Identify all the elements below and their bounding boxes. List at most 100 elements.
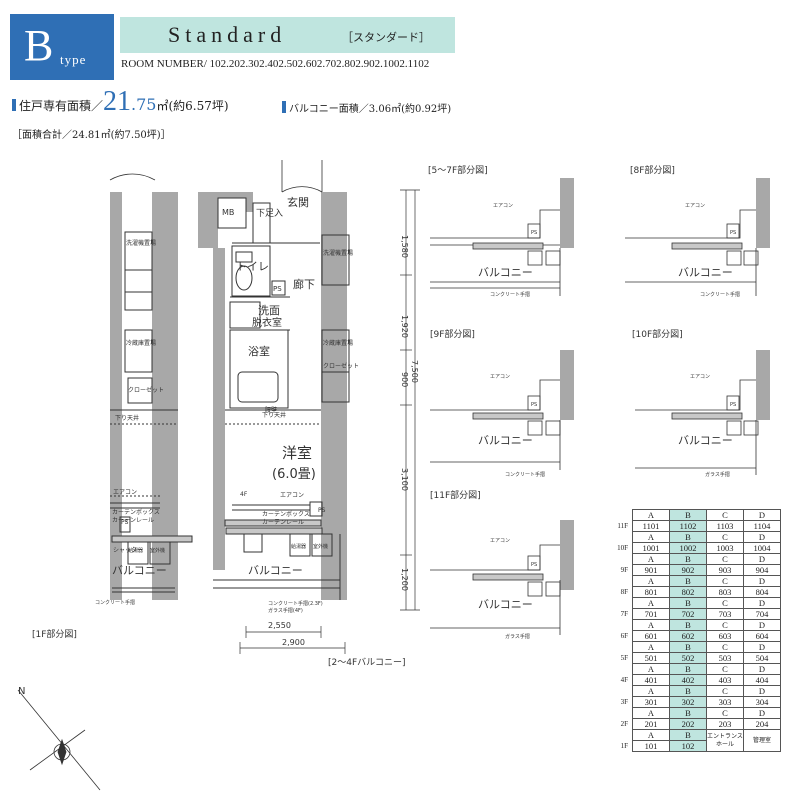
- dim-1920: 1,920: [400, 315, 409, 338]
- balcony-label-10f: バルコニー: [678, 434, 733, 447]
- aircon-8f: エアコン: [685, 203, 705, 209]
- ps-label: PS: [273, 285, 282, 293]
- unit-letter-cell: B: [669, 509, 707, 521]
- unit-letter-cell: A: [632, 575, 670, 587]
- floor-cell-blank: [606, 686, 633, 697]
- floor-cell-blank: [606, 576, 633, 587]
- aircon-9f: エアコン: [490, 374, 510, 380]
- room-number-cell: 501: [632, 652, 670, 664]
- exclusive-area: 住戸専有面積／21.75㎡(約6.57坪): [12, 86, 229, 118]
- label-1f-partial: [1F部分図]: [32, 628, 77, 640]
- unit-letter-cell: A: [632, 641, 670, 653]
- room-number-cell: 802: [669, 586, 707, 598]
- floor-label-cell: 10F: [617, 544, 628, 552]
- concrete-rail-8f: コンクリート手摺: [700, 291, 740, 298]
- partial-label-8f: [8F部分図]: [630, 164, 675, 176]
- dim-900: 900: [400, 372, 409, 387]
- ps-label-1f: PS: [121, 519, 129, 526]
- sagari-label: 下り天井: [262, 411, 286, 419]
- unit-letter-cell: B: [669, 685, 707, 697]
- unit-letter-cell: D: [743, 707, 781, 719]
- unit-letter-cell: A: [632, 619, 670, 631]
- concrete-rail-label: コンクリート手摺(2.3F): [268, 600, 323, 607]
- koshi-label: 腰壁: [265, 406, 277, 414]
- partial-label-5-7f: [5～7F部分図]: [428, 164, 488, 176]
- balcony-area-text: バルコニー面積／3.06㎡(約0.92坪): [289, 104, 452, 115]
- aircon-label-1f: エアコン: [113, 489, 137, 496]
- floor-label-cell: 1F: [620, 742, 628, 750]
- water-heater-label-1f: 給湯器: [128, 547, 143, 554]
- unit-letter-cell: A: [632, 531, 670, 543]
- floor-cell-blank: [606, 510, 633, 521]
- aircon-10f: エアコン: [690, 374, 710, 380]
- shitaashi-label: 下足入: [256, 208, 283, 219]
- room-number-cell: 301: [632, 696, 670, 708]
- unit-letter-cell: C: [706, 707, 744, 719]
- room-number-cell: 401: [632, 674, 670, 686]
- unit-letter-cell: 管理室: [743, 729, 781, 752]
- room-number-cell: 602: [669, 630, 707, 642]
- room-number-cell: 604: [743, 630, 781, 642]
- balcony-label-5-7f: バルコニー: [478, 266, 533, 279]
- glass-rail-label: ガラス手摺(4F): [268, 607, 303, 614]
- room-number-cell: 803: [706, 586, 744, 598]
- type-badge: B type: [10, 14, 114, 80]
- unit-letter-cell: C: [706, 575, 744, 587]
- fridge-label: 冷蔵庫置場: [323, 339, 353, 347]
- unit-letter-cell: C: [706, 509, 744, 521]
- washer-label: 洗濯機置場: [323, 249, 353, 257]
- room-number-cell: 204: [743, 718, 781, 730]
- aircon-5-7f: エアコン: [493, 203, 513, 209]
- area-marker-icon: [282, 101, 286, 113]
- balcony-label-11f: バルコニー: [478, 598, 533, 611]
- floor-label-cell: 9F: [620, 566, 628, 574]
- datsui-label: 脱衣室: [252, 316, 282, 329]
- unit-letter-cell: D: [743, 597, 781, 609]
- outdoor-unit-label-1f: 室外機: [150, 547, 165, 554]
- senmen-label: 洗面: [258, 304, 280, 317]
- aircon-11f: エアコン: [490, 538, 510, 544]
- floor-label-cell: 7F: [620, 610, 628, 618]
- unit-letter-cell: B: [669, 641, 707, 653]
- glass-rail-11f: ガラス手摺: [505, 633, 530, 640]
- room-number-cell: 903: [706, 564, 744, 576]
- unit-letter-cell: A: [632, 509, 670, 521]
- room-number-cell: 901: [632, 564, 670, 576]
- youshitsu-label: 洋室: [282, 444, 312, 462]
- unit-letter-cell: A: [632, 685, 670, 697]
- unit-letter-cell: A: [632, 729, 670, 741]
- floor-label-cell: 8F: [620, 588, 628, 596]
- type-word: type: [60, 52, 87, 67]
- unit-letter-cell: C: [706, 641, 744, 653]
- floor-cell-blank: [606, 620, 633, 631]
- ps-5-7f: PS: [531, 230, 537, 236]
- plan-1f-partial: [109, 173, 193, 600]
- unit-letter-cell: C: [706, 663, 744, 675]
- room-number-cell: 902: [669, 564, 707, 576]
- balcony-label-9f: バルコニー: [478, 434, 533, 447]
- room-number-cell: 702: [669, 608, 707, 620]
- room-number-cell: 1102: [669, 520, 707, 532]
- room-number-cell: 1101: [632, 520, 670, 532]
- room-number-cell: 603: [706, 630, 744, 642]
- room-number-cell: 202: [669, 718, 707, 730]
- floor-4f-label: 4F: [240, 491, 248, 498]
- room-number-cell: 801: [632, 586, 670, 598]
- unit-letter-cell: C: [706, 597, 744, 609]
- dim-1200: 1,200: [400, 568, 409, 591]
- balcony-label-1f: バルコニー: [112, 564, 167, 577]
- floor-cell-blank: [606, 532, 633, 543]
- room-number-cell: 101: [632, 740, 670, 752]
- partial-label-11f: [11F部分図]: [430, 489, 481, 501]
- floor-cell-blank: [606, 664, 633, 675]
- room-number-cell: 302: [669, 696, 707, 708]
